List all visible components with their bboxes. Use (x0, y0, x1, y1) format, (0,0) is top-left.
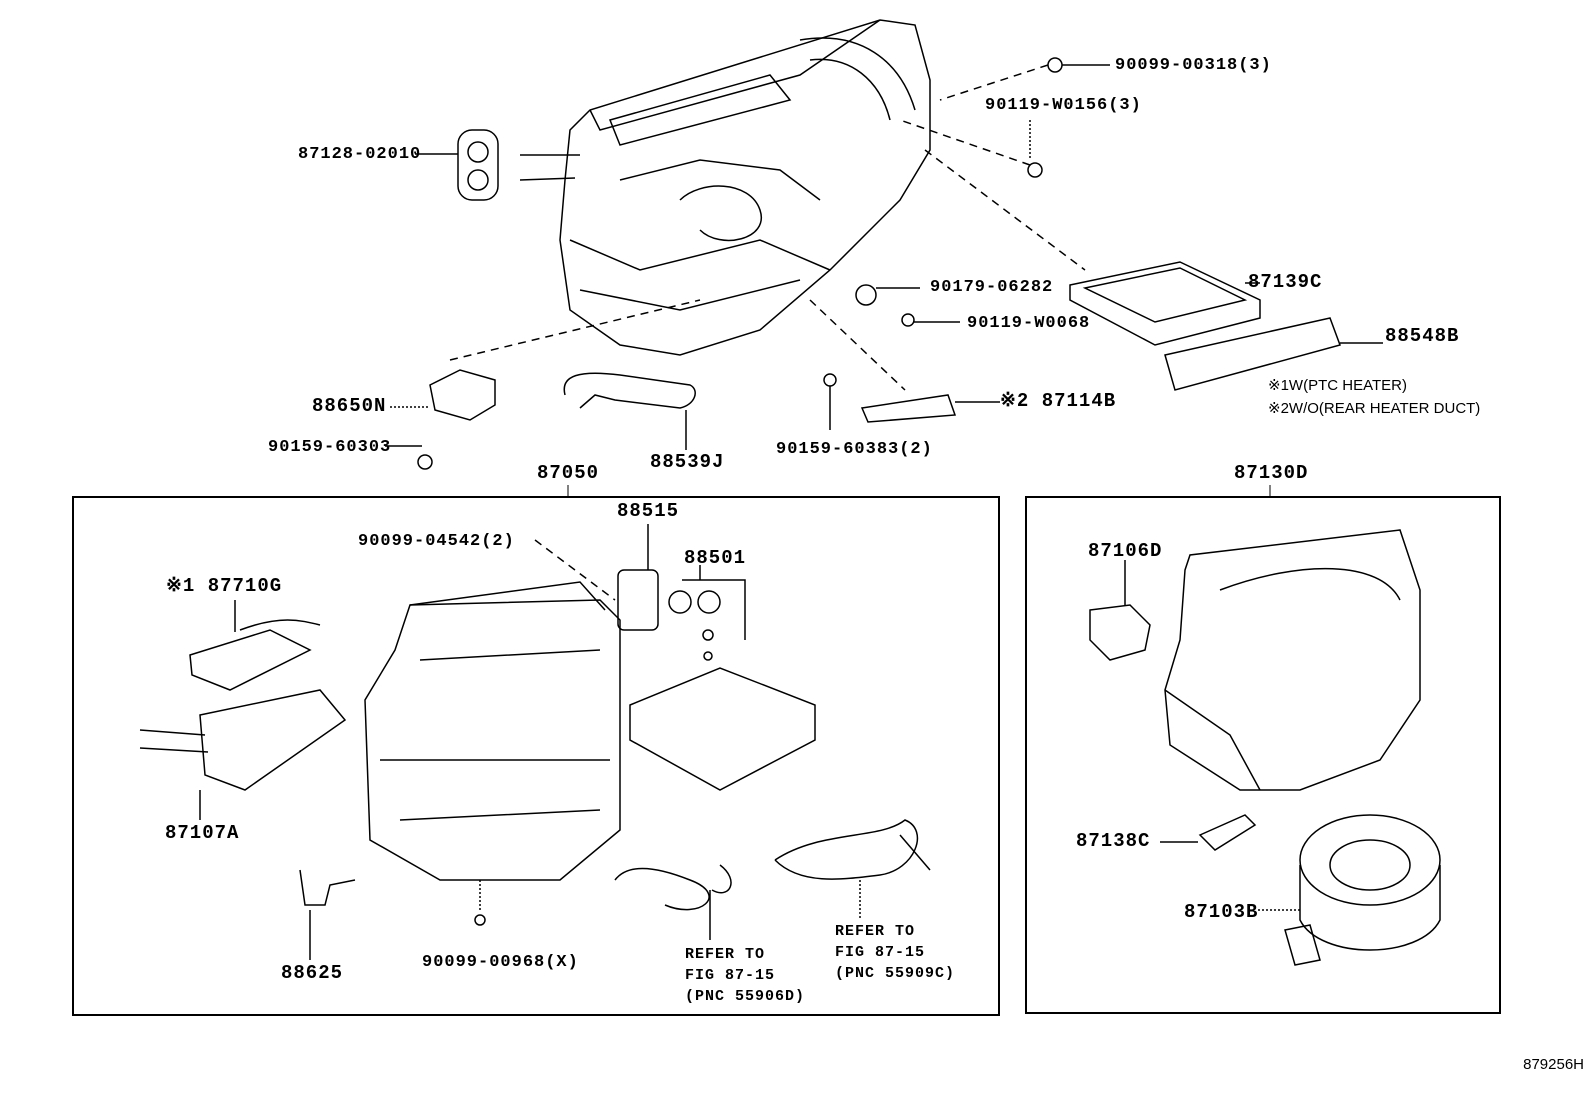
reference-note-55906d: REFER TO FIG 87-15 (PNC 55906D) (685, 946, 806, 1005)
ptc-heater-87710g-drawing (189, 600, 321, 691)
expansion-valve-88515-drawing (534, 524, 659, 631)
part-label-88539j[interactable]: 88539J (650, 451, 725, 473)
part-label-88650n[interactable]: 88650N (312, 395, 387, 417)
hvac-unit-top-drawing (519, 19, 931, 356)
part-label-88515[interactable]: 88515 (617, 500, 680, 522)
part-label-90159-60383[interactable]: 90159-60383(2) (776, 440, 933, 459)
evaporator-drawing (629, 565, 816, 791)
servo-88650n-drawing (390, 369, 496, 421)
part-label-87114b[interactable]: ※2 87114B (1000, 390, 1117, 412)
part-label-90179-06282[interactable]: 90179-06282 (930, 278, 1054, 297)
reference-note-55909c: REFER TO FIG 87-15 (PNC 55909C) (835, 923, 956, 982)
part-87114b-drawing (860, 394, 957, 423)
hvac-assembly-87050-drawing (364, 581, 621, 926)
assembly-87050-frame (72, 496, 1000, 1016)
note-2-text: W/O(REAR HEATER DUCT) (1288, 400, 1481, 417)
hvac-assembly-87130d-drawing (1164, 529, 1421, 791)
note-1-text: W(PTC HEATER) (1288, 377, 1407, 394)
heater-core-87107a-drawing (139, 689, 347, 820)
resistor-87138c-drawing (1160, 814, 1257, 851)
servo-87106d-drawing (1089, 560, 1151, 661)
blower-motor-87103b-drawing (1258, 814, 1441, 966)
part-label-87128-02010[interactable]: 87128-02010 (298, 145, 422, 164)
filter-drawing (1069, 261, 1261, 346)
note-1: ※1W(PTC HEATER) (1268, 378, 1407, 393)
harness-88625-drawing (299, 869, 356, 960)
note-2: ※2W/O(REAR HEATER DUCT) (1268, 401, 1480, 416)
part-label-88501[interactable]: 88501 (684, 547, 747, 569)
duct-drawing (1164, 317, 1383, 391)
hose-88539j-drawing (563, 372, 696, 409)
part-label-87107a[interactable]: 87107A (165, 822, 240, 844)
diagram-id: 879256H (1523, 1056, 1584, 1073)
part-label-87138c[interactable]: 87138C (1076, 830, 1151, 852)
assembly-87130d-frame (1025, 496, 1501, 1014)
part-label-90119-w0156[interactable]: 90119-W0156(3) (985, 96, 1142, 115)
part-label-87139c[interactable]: 87139C (1248, 271, 1323, 293)
sensor-cables-drawing (614, 819, 931, 940)
part-label-90099-00968[interactable]: 90099-00968(X) (422, 953, 579, 972)
part-label-90099-04542[interactable]: 90099-04542(2) (358, 532, 515, 551)
part-label-90159-60303[interactable]: 90159-60303 (268, 438, 392, 457)
grommet-drawing (415, 129, 499, 201)
part-label-88548b[interactable]: 88548B (1385, 325, 1460, 347)
part-label-87710g[interactable]: ※1 87710G (166, 575, 283, 597)
part-label-87106d[interactable]: 87106D (1088, 540, 1163, 562)
assembly-title-87130d[interactable]: 87130D (1234, 462, 1309, 484)
part-label-90119-w0068[interactable]: 90119-W0068 (967, 314, 1091, 333)
part-label-88625[interactable]: 88625 (281, 962, 344, 984)
note-1-mark: ※1 (1268, 377, 1289, 394)
assembly-title-87050[interactable]: 87050 (537, 462, 600, 484)
part-label-90099-00318[interactable]: 90099-00318(3) (1115, 56, 1272, 75)
screws-drawing (385, 57, 1110, 470)
part-label-87103b[interactable]: 87103B (1184, 901, 1259, 923)
note-2-mark: ※2 (1268, 400, 1289, 417)
